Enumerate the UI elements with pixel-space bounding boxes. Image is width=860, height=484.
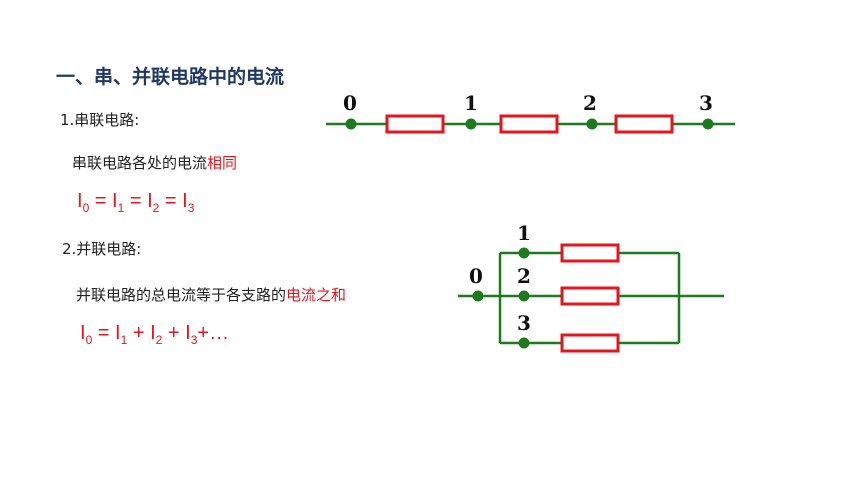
current-subscript: 0 xyxy=(85,333,93,347)
current-symbol: I xyxy=(185,322,191,344)
equation-operator: +… xyxy=(197,322,230,344)
series-circuit-description: 串联电路各处的电流相同 xyxy=(72,152,237,173)
series-node-2 xyxy=(586,118,598,130)
equation-operator: + xyxy=(162,322,186,344)
parallel-description-highlight: 电流之和 xyxy=(286,286,347,304)
series-node-0 xyxy=(345,118,357,130)
equation-operator: = xyxy=(92,322,116,344)
parallel-description-text: 并联电路的总电流等于各支路的 xyxy=(76,286,287,304)
parallel-circuit-diagram: 0 1 2 3 xyxy=(458,221,724,353)
parallel-current-equation: I0 = I1 + I2 + I3+… xyxy=(80,322,229,347)
current-symbol: I xyxy=(150,322,156,344)
parallel-node-label-3: 3 xyxy=(517,311,531,335)
current-symbol: I xyxy=(147,190,153,212)
current-symbol: I xyxy=(77,190,83,212)
parallel-node-3 xyxy=(518,337,530,349)
page-title: 一、串、并联电路中的电流 xyxy=(56,66,285,88)
equation-operator: = xyxy=(124,190,148,212)
current-subscript: 0 xyxy=(82,201,90,215)
series-node-label-2: 2 xyxy=(583,91,597,115)
parallel-node-label-1: 1 xyxy=(517,221,531,245)
current-subscript: 3 xyxy=(187,201,195,215)
parallel-resistor-1 xyxy=(560,243,620,263)
current-subscript: 2 xyxy=(152,201,160,215)
series-node-1 xyxy=(465,118,477,130)
series-resistor-3 xyxy=(614,114,674,134)
current-symbol: I xyxy=(115,322,121,344)
equation-operator: = xyxy=(89,190,113,212)
series-node-label-3: 3 xyxy=(699,91,713,115)
parallel-circuit-label: 2.并联电路: xyxy=(62,240,142,258)
series-node-label-0: 0 xyxy=(343,91,357,115)
parallel-node-label-0: 0 xyxy=(469,264,483,288)
parallel-circuit-description: 并联电路的总电流等于各支路的电流之和 xyxy=(76,284,346,305)
parallel-node-label-2: 2 xyxy=(517,264,531,288)
current-symbol: I xyxy=(182,190,188,212)
current-subscript: 3 xyxy=(190,333,198,347)
series-node-3 xyxy=(702,118,714,130)
parallel-resistor-2 xyxy=(560,286,620,306)
series-resistor-2 xyxy=(499,114,559,134)
current-symbol: I xyxy=(80,322,86,344)
parallel-resistor-3 xyxy=(560,333,620,353)
series-description-text: 串联电路各处的电流 xyxy=(72,154,208,172)
series-circuit-label: 1.串联电路: xyxy=(60,111,140,129)
series-resistor-1 xyxy=(385,114,445,134)
equation-operator: + xyxy=(127,322,151,344)
parallel-node-0 xyxy=(472,290,484,302)
parallel-node-2 xyxy=(518,290,530,302)
series-node-label-1: 1 xyxy=(464,91,478,115)
series-description-highlight: 相同 xyxy=(207,154,238,172)
current-subscript: 2 xyxy=(155,333,163,347)
current-subscript: 1 xyxy=(120,333,128,347)
current-subscript: 1 xyxy=(117,201,125,215)
current-symbol: I xyxy=(112,190,118,212)
equation-operator: = xyxy=(159,190,183,212)
series-circuit-diagram: 0 1 2 3 xyxy=(326,91,735,134)
series-current-equation: I0 = I1 = I2 = I3 xyxy=(77,190,194,215)
parallel-node-1 xyxy=(518,247,530,259)
